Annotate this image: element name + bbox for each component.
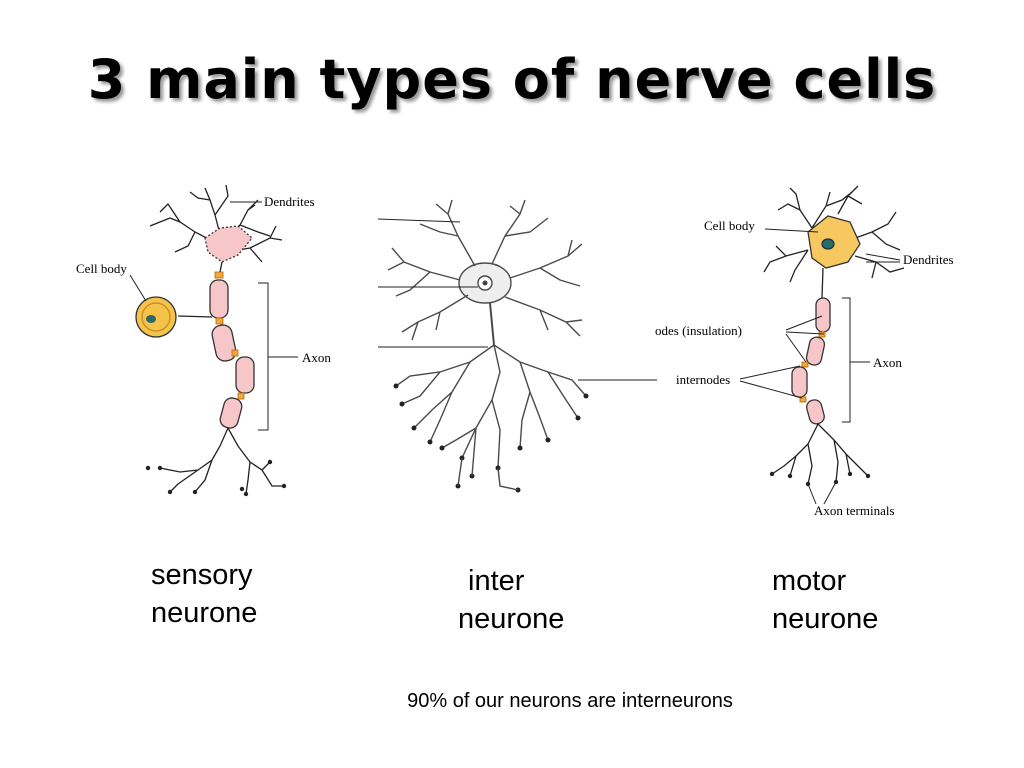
motor-dendrites-label: Dendrites bbox=[903, 252, 954, 267]
footnote: 90% of our neurons are interneurons bbox=[407, 690, 733, 712]
motor-nodes-label: odes (insulation) bbox=[655, 323, 742, 338]
sensory-neurone-diagram bbox=[129, 184, 298, 497]
motor-axon-terminals-label: Axon terminals bbox=[814, 503, 895, 518]
inter-neurone-diagram bbox=[377, 199, 657, 493]
motor-neurone-diagram bbox=[739, 185, 905, 505]
caption-line: motor bbox=[772, 565, 847, 597]
caption-line: inter bbox=[468, 565, 525, 597]
caption-line: sensory bbox=[151, 559, 253, 591]
sensory-dendrites-label: Dendrites bbox=[264, 194, 315, 209]
caption-line: neurone bbox=[772, 603, 879, 635]
sensory-neurone-caption: sensory neurone bbox=[151, 556, 257, 632]
motor-internodes-label: internodes bbox=[676, 372, 730, 387]
motor-neurone-caption: motor neurone bbox=[772, 562, 878, 638]
slide-title: 3 main types of nerve cells bbox=[87, 48, 937, 111]
caption-line: neurone bbox=[458, 603, 565, 635]
caption-line: neurone bbox=[151, 597, 258, 629]
inter-neurone-caption: inter neurone bbox=[458, 562, 564, 638]
motor-cell-body-label: Cell body bbox=[704, 218, 755, 233]
sensory-axon-label: Axon bbox=[302, 350, 331, 365]
motor-axon-label: Axon bbox=[873, 355, 902, 370]
sensory-cell-body-label: Cell body bbox=[76, 261, 127, 276]
